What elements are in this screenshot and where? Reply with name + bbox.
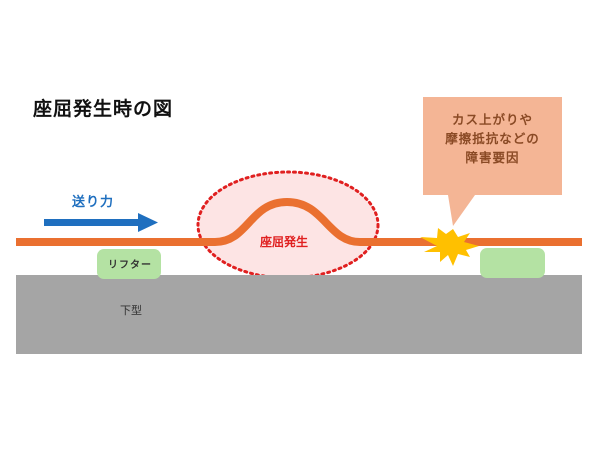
buckle-highlight-ellipse bbox=[196, 170, 380, 280]
callout-line-2: 摩擦抵抗などの bbox=[445, 131, 540, 146]
lifter-left bbox=[97, 249, 161, 279]
impact-burst-icon bbox=[420, 228, 479, 266]
lower-die-label: 下型 bbox=[120, 304, 142, 317]
lifter-right bbox=[480, 248, 545, 278]
lifter-label: リフター bbox=[108, 260, 152, 271]
callout-line-1: カス上がりや bbox=[451, 112, 533, 127]
callout-bubble bbox=[423, 97, 562, 226]
feed-force-label: 送り力 bbox=[72, 195, 115, 210]
callout-text: カス上がりや 摩擦抵抗などの 障害要因 bbox=[423, 110, 562, 167]
buckle-label: 座屈発生 bbox=[260, 235, 309, 249]
feed-arrow-icon bbox=[44, 213, 158, 232]
callout-line-3: 障害要因 bbox=[465, 150, 520, 165]
lower-die bbox=[16, 275, 582, 354]
diagram-title: 座屈発生時の図 bbox=[33, 98, 174, 120]
strip-material bbox=[16, 197, 582, 246]
